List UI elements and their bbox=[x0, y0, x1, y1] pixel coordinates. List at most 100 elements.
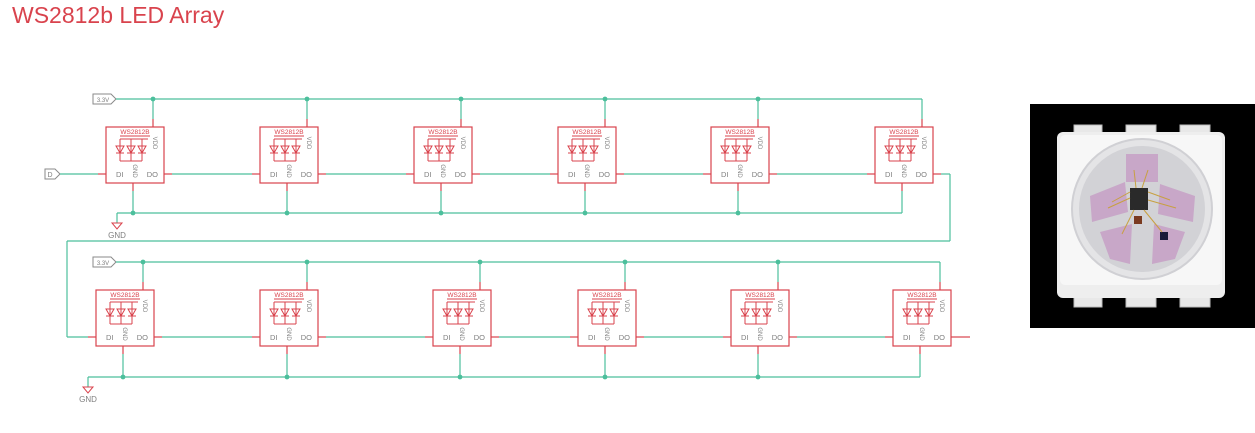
ws2812b-row1-1-gnd-label: GND bbox=[131, 164, 137, 178]
ws2812b-row2-5-diode bbox=[762, 308, 772, 318]
ws2812b-row2-4-diode bbox=[587, 308, 597, 318]
ws2812b-row2-2-part-name: WS2812B bbox=[274, 292, 303, 299]
ws2812b-row1-4-diode bbox=[589, 145, 599, 155]
ws2812b-row2-6-diode bbox=[902, 308, 912, 318]
power-flag-row2 bbox=[92, 256, 117, 268]
ws2812b-row2-2-vdd-label: VDD bbox=[305, 300, 311, 313]
ws2812b-row2-3-part-name: WS2812B bbox=[447, 292, 476, 299]
junction-dot bbox=[284, 210, 290, 216]
junction-dot bbox=[140, 259, 146, 265]
ws2812b-row1-4-do-label: DO bbox=[599, 170, 610, 179]
ws2812b-row2-5-diode bbox=[751, 308, 761, 318]
ws2812b-row2-4-part-name: WS2812B bbox=[592, 292, 621, 299]
ws2812b-row1-5-gnd-label: GND bbox=[736, 164, 742, 178]
junction-dot bbox=[284, 374, 290, 380]
ws2812b-row2-6-diode bbox=[924, 308, 934, 318]
ws2812b-row2-1-gnd-label: GND bbox=[121, 327, 127, 341]
ws2812b-row1-2-gnd-label: GND bbox=[285, 164, 291, 178]
ground-symbol-row1 bbox=[110, 222, 124, 230]
ws2812b-row2-4-body bbox=[577, 289, 637, 347]
ws2812b-row2-6-do-label: DO bbox=[934, 333, 945, 342]
ws2812b-row1-6-do-label: DO bbox=[916, 170, 927, 179]
ws2812b-row1-4-vdd-label: VDD bbox=[603, 137, 609, 150]
ws2812b-row1-5-diode bbox=[731, 145, 741, 155]
junction-dot bbox=[150, 96, 156, 102]
ws2812b-row1-3-gnd-label: GND bbox=[439, 164, 445, 178]
ws2812b-row1-3-vdd-label: VDD bbox=[459, 137, 465, 150]
ws2812b-row1-5-di-label: DI bbox=[721, 170, 729, 179]
data-input-flag bbox=[44, 168, 61, 180]
power-flag-row2-label: 3.3V bbox=[97, 261, 109, 267]
ws2812b-row2-5-body bbox=[730, 289, 790, 347]
ws2812b-row1-4-body bbox=[557, 126, 617, 184]
ws2812b-row2-4-vdd-label: VDD bbox=[623, 300, 629, 313]
junction-dot bbox=[477, 259, 483, 265]
junction-dot bbox=[582, 210, 588, 216]
ws2812b-row1-5-do-label: DO bbox=[752, 170, 763, 179]
ws2812b-row1-6-diode bbox=[884, 145, 894, 155]
junction-dot bbox=[120, 374, 126, 380]
ws2812b-row2-3-diode bbox=[453, 308, 463, 318]
ws2812b-row1-1-diode bbox=[126, 145, 136, 155]
ws2812b-row1-5-diode bbox=[720, 145, 730, 155]
junction-dot bbox=[755, 374, 761, 380]
ws2812b-row1-5-vdd-label: VDD bbox=[756, 137, 762, 150]
ws2812b-row1-1-diode bbox=[137, 145, 147, 155]
ws2812b-row2-5-do-label: DO bbox=[772, 333, 783, 342]
ws2812b-row2-1-diode bbox=[116, 308, 126, 318]
ws2812b-row1-4-diode bbox=[567, 145, 577, 155]
junction-dot bbox=[735, 210, 741, 216]
ws2812b-row2-6-vdd-label: VDD bbox=[938, 300, 944, 313]
ws2812b-row2-1-do-label: DO bbox=[137, 333, 148, 342]
ws2812b-row2-4-di-label: DI bbox=[588, 333, 596, 342]
ws2812b-row1-2-diode bbox=[269, 145, 279, 155]
ws2812b-row1-3-diode bbox=[445, 145, 455, 155]
ws2812b-row2-3-body bbox=[432, 289, 492, 347]
ws2812b-row1-4-part-name: WS2812B bbox=[572, 129, 601, 136]
ws2812b-row2-6-part-name: WS2812B bbox=[907, 292, 936, 299]
junction-dot bbox=[622, 259, 628, 265]
junction-dot bbox=[602, 96, 608, 102]
ws2812b-row2-5-diode bbox=[740, 308, 750, 318]
ws2812b-row1-6-vdd-label: VDD bbox=[920, 137, 926, 150]
ws2812b-row1-5-part-name: WS2812B bbox=[725, 129, 754, 136]
ws2812b-row1-1-vdd-label: VDD bbox=[151, 137, 157, 150]
ws2812b-row2-2-do-label: DO bbox=[301, 333, 312, 342]
ws2812b-row2-6-di-label: DI bbox=[903, 333, 911, 342]
bond-wires bbox=[1107, 169, 1177, 235]
ws2812b-row2-5-part-name: WS2812B bbox=[745, 292, 774, 299]
ws2812b-row1-1-body bbox=[105, 126, 165, 184]
ws2812b-row1-6-diode bbox=[895, 145, 905, 155]
ws2812b-row2-3-do-label: DO bbox=[474, 333, 485, 342]
ws2812b-row1-6-gnd-label: GND bbox=[900, 164, 906, 178]
power-flag-row1-label: 3.3V bbox=[97, 98, 109, 104]
ws2812b-row2-4-diode bbox=[609, 308, 619, 318]
junction-dot bbox=[304, 96, 310, 102]
junction-dot bbox=[304, 259, 310, 265]
lead-frame-pad-bottom-left bbox=[1100, 224, 1132, 264]
ws2812b-row1-6-body bbox=[874, 126, 934, 184]
junction-dot bbox=[438, 210, 444, 216]
ws2812b-row1-6-diode bbox=[906, 145, 916, 155]
ws2812b-row2-2-diode bbox=[269, 308, 279, 318]
ws2812b-row1-3-diode bbox=[434, 145, 444, 155]
ws2812b-row2-2-gnd-label: GND bbox=[285, 327, 291, 341]
led-die-blue bbox=[1160, 232, 1168, 240]
ws2812b-row1-2-diode bbox=[280, 145, 290, 155]
ws2812b-row1-3-di-label: DI bbox=[424, 170, 432, 179]
ws2812b-row1-2-di-label: DI bbox=[270, 170, 278, 179]
ws2812b-row1-3-diode bbox=[423, 145, 433, 155]
data-input-flag-label: D bbox=[47, 172, 52, 179]
ws2812b-row1-2-body bbox=[259, 126, 319, 184]
ws2812b-row2-6-body bbox=[892, 289, 952, 347]
ws2812b-row2-3-gnd-label: GND bbox=[458, 327, 464, 341]
ws2812b-row1-1-part-name: WS2812B bbox=[120, 129, 149, 136]
junction-dot bbox=[602, 374, 608, 380]
junction-dot bbox=[775, 259, 781, 265]
ws2812b-row2-3-vdd-label: VDD bbox=[478, 300, 484, 313]
ws2812b-row2-5-vdd-label: VDD bbox=[776, 300, 782, 313]
lead-frame-pad-top bbox=[1126, 154, 1158, 182]
ws2812b-row2-1-body bbox=[95, 289, 155, 347]
ws2812b-row2-1-diode bbox=[127, 308, 137, 318]
